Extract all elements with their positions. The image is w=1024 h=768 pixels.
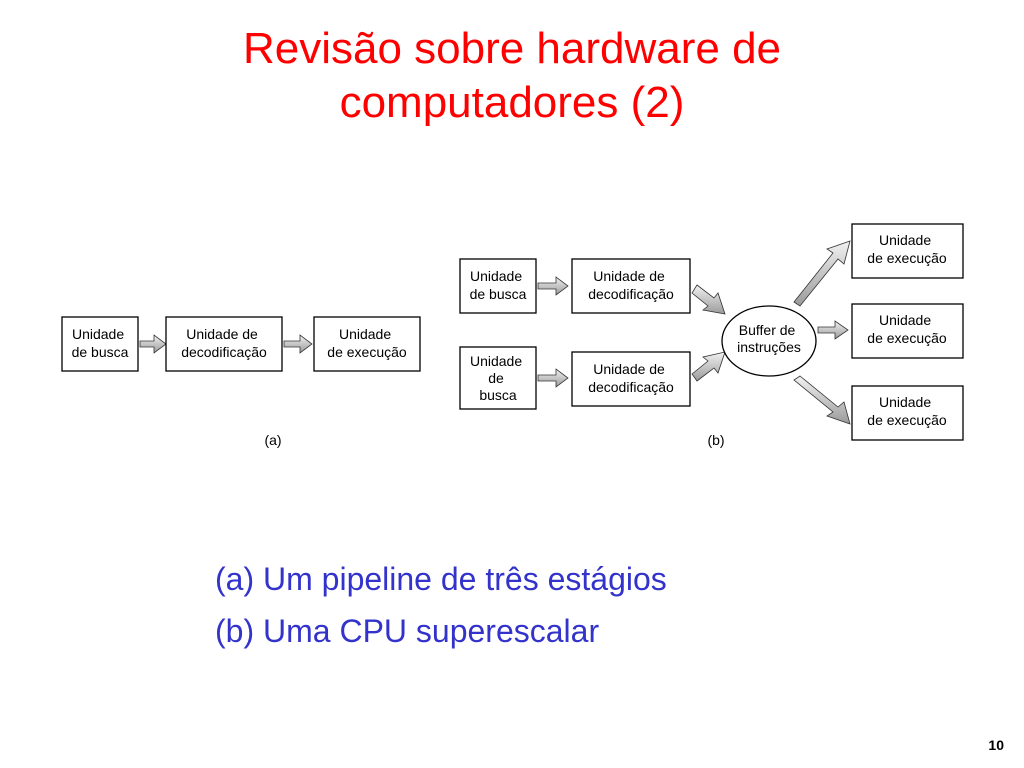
- b-exec-label-1: Unidade de execução: [867, 232, 947, 266]
- b-decode-box-2: [571, 351, 691, 407]
- b-exec-label-2: Unidade de execução: [867, 312, 947, 346]
- b-exec-box-1: [851, 223, 964, 279]
- b-fetch2-line-2: de: [488, 370, 504, 386]
- figure-captions: (a) Um pipeline de três estágios (b) Uma…: [215, 553, 667, 657]
- b-exec3-line-2: de execução: [867, 412, 947, 428]
- arrow-b-buffer-exec2: [817, 320, 849, 340]
- page-number: 10: [988, 737, 1004, 753]
- b-decode2-line-1: Unidade de: [593, 361, 665, 377]
- arrow-a-fetch-decode: [139, 334, 167, 354]
- b-decode2-line-2: decodificação: [588, 379, 674, 395]
- b-exec1-line-2: de execução: [867, 250, 947, 266]
- b-fetch1-line-1: Unidade: [470, 268, 522, 284]
- b-fetch-label-1: Unidade de busca: [470, 268, 527, 302]
- panel-a-label: (a): [264, 432, 281, 448]
- b-exec-label-3: Unidade de execução: [867, 394, 947, 428]
- b-fetch2-line-3: busca: [479, 387, 517, 403]
- panel-a: Unidade de busca Unidade de decodificaçã…: [61, 316, 421, 448]
- b-fetch-box-2: [459, 346, 537, 410]
- a-fetch-line-1: Unidade: [72, 326, 124, 342]
- arrow-b-buffer-exec1: [793, 240, 851, 307]
- b-buffer-line-2: instruções: [737, 339, 801, 355]
- a-fetch-label: Unidade de busca: [72, 326, 129, 360]
- b-decode1-line-1: Unidade de: [593, 268, 665, 284]
- b-fetch-box-1: [459, 258, 537, 314]
- slide-title-line-2: computadores (2): [339, 78, 685, 127]
- a-fetch-box: [61, 316, 139, 372]
- panel-b-label: (b): [707, 432, 724, 448]
- a-decode-label: Unidade de decodificação: [181, 326, 267, 360]
- a-execute-label: Unidade de execução: [327, 326, 407, 360]
- arrow-a-decode-execute: [283, 334, 313, 354]
- b-exec2-line-1: Unidade: [879, 312, 931, 328]
- a-execute-box: [313, 316, 421, 372]
- b-exec-box-2: [851, 303, 964, 359]
- caption-b: (b) Uma CPU superescalar: [215, 613, 600, 649]
- a-execute-line-2: de execução: [327, 344, 407, 360]
- b-buffer-label: Buffer de instruções: [737, 322, 801, 355]
- arrow-b-fetch2-decode2: [537, 368, 569, 388]
- a-decode-line-2: decodificação: [181, 344, 267, 360]
- b-exec-box-3: [851, 385, 964, 441]
- arrow-b-decode1-buffer: [691, 284, 726, 315]
- a-execute-line-1: Unidade: [339, 326, 391, 342]
- b-fetch2-line-1: Unidade: [470, 353, 522, 369]
- arrow-b-fetch1-decode1: [537, 276, 569, 296]
- b-decode1-line-2: decodificação: [588, 286, 674, 302]
- b-exec1-line-1: Unidade: [879, 232, 931, 248]
- b-decode-label-2: Unidade de decodificação: [588, 361, 674, 395]
- slide-title-line-1: Revisão sobre hardware de: [242, 24, 782, 73]
- b-buffer-line-1: Buffer de: [739, 322, 796, 338]
- b-fetch1-line-2: de busca: [470, 286, 527, 302]
- b-fetch-label-2: Unidade de busca: [470, 353, 526, 403]
- a-fetch-line-2: de busca: [72, 344, 129, 360]
- a-decode-box: [165, 316, 283, 372]
- b-instruction-buffer: [721, 305, 817, 377]
- b-exec3-line-1: Unidade: [879, 394, 931, 410]
- arrow-b-decode2-buffer: [691, 351, 726, 382]
- a-decode-line-1: Unidade de: [186, 326, 258, 342]
- arrow-b-buffer-exec3: [793, 375, 851, 425]
- slide-title: Revisão sobre hardware de computadores (…: [0, 22, 1024, 130]
- b-decode-box-1: [571, 258, 691, 314]
- panel-b: Unidade de busca Unidade de decodificaçã…: [459, 223, 964, 448]
- b-exec2-line-2: de execução: [867, 330, 947, 346]
- b-decode-label-1: Unidade de decodificação: [588, 268, 674, 302]
- caption-a: (a) Um pipeline de três estágios: [215, 561, 667, 597]
